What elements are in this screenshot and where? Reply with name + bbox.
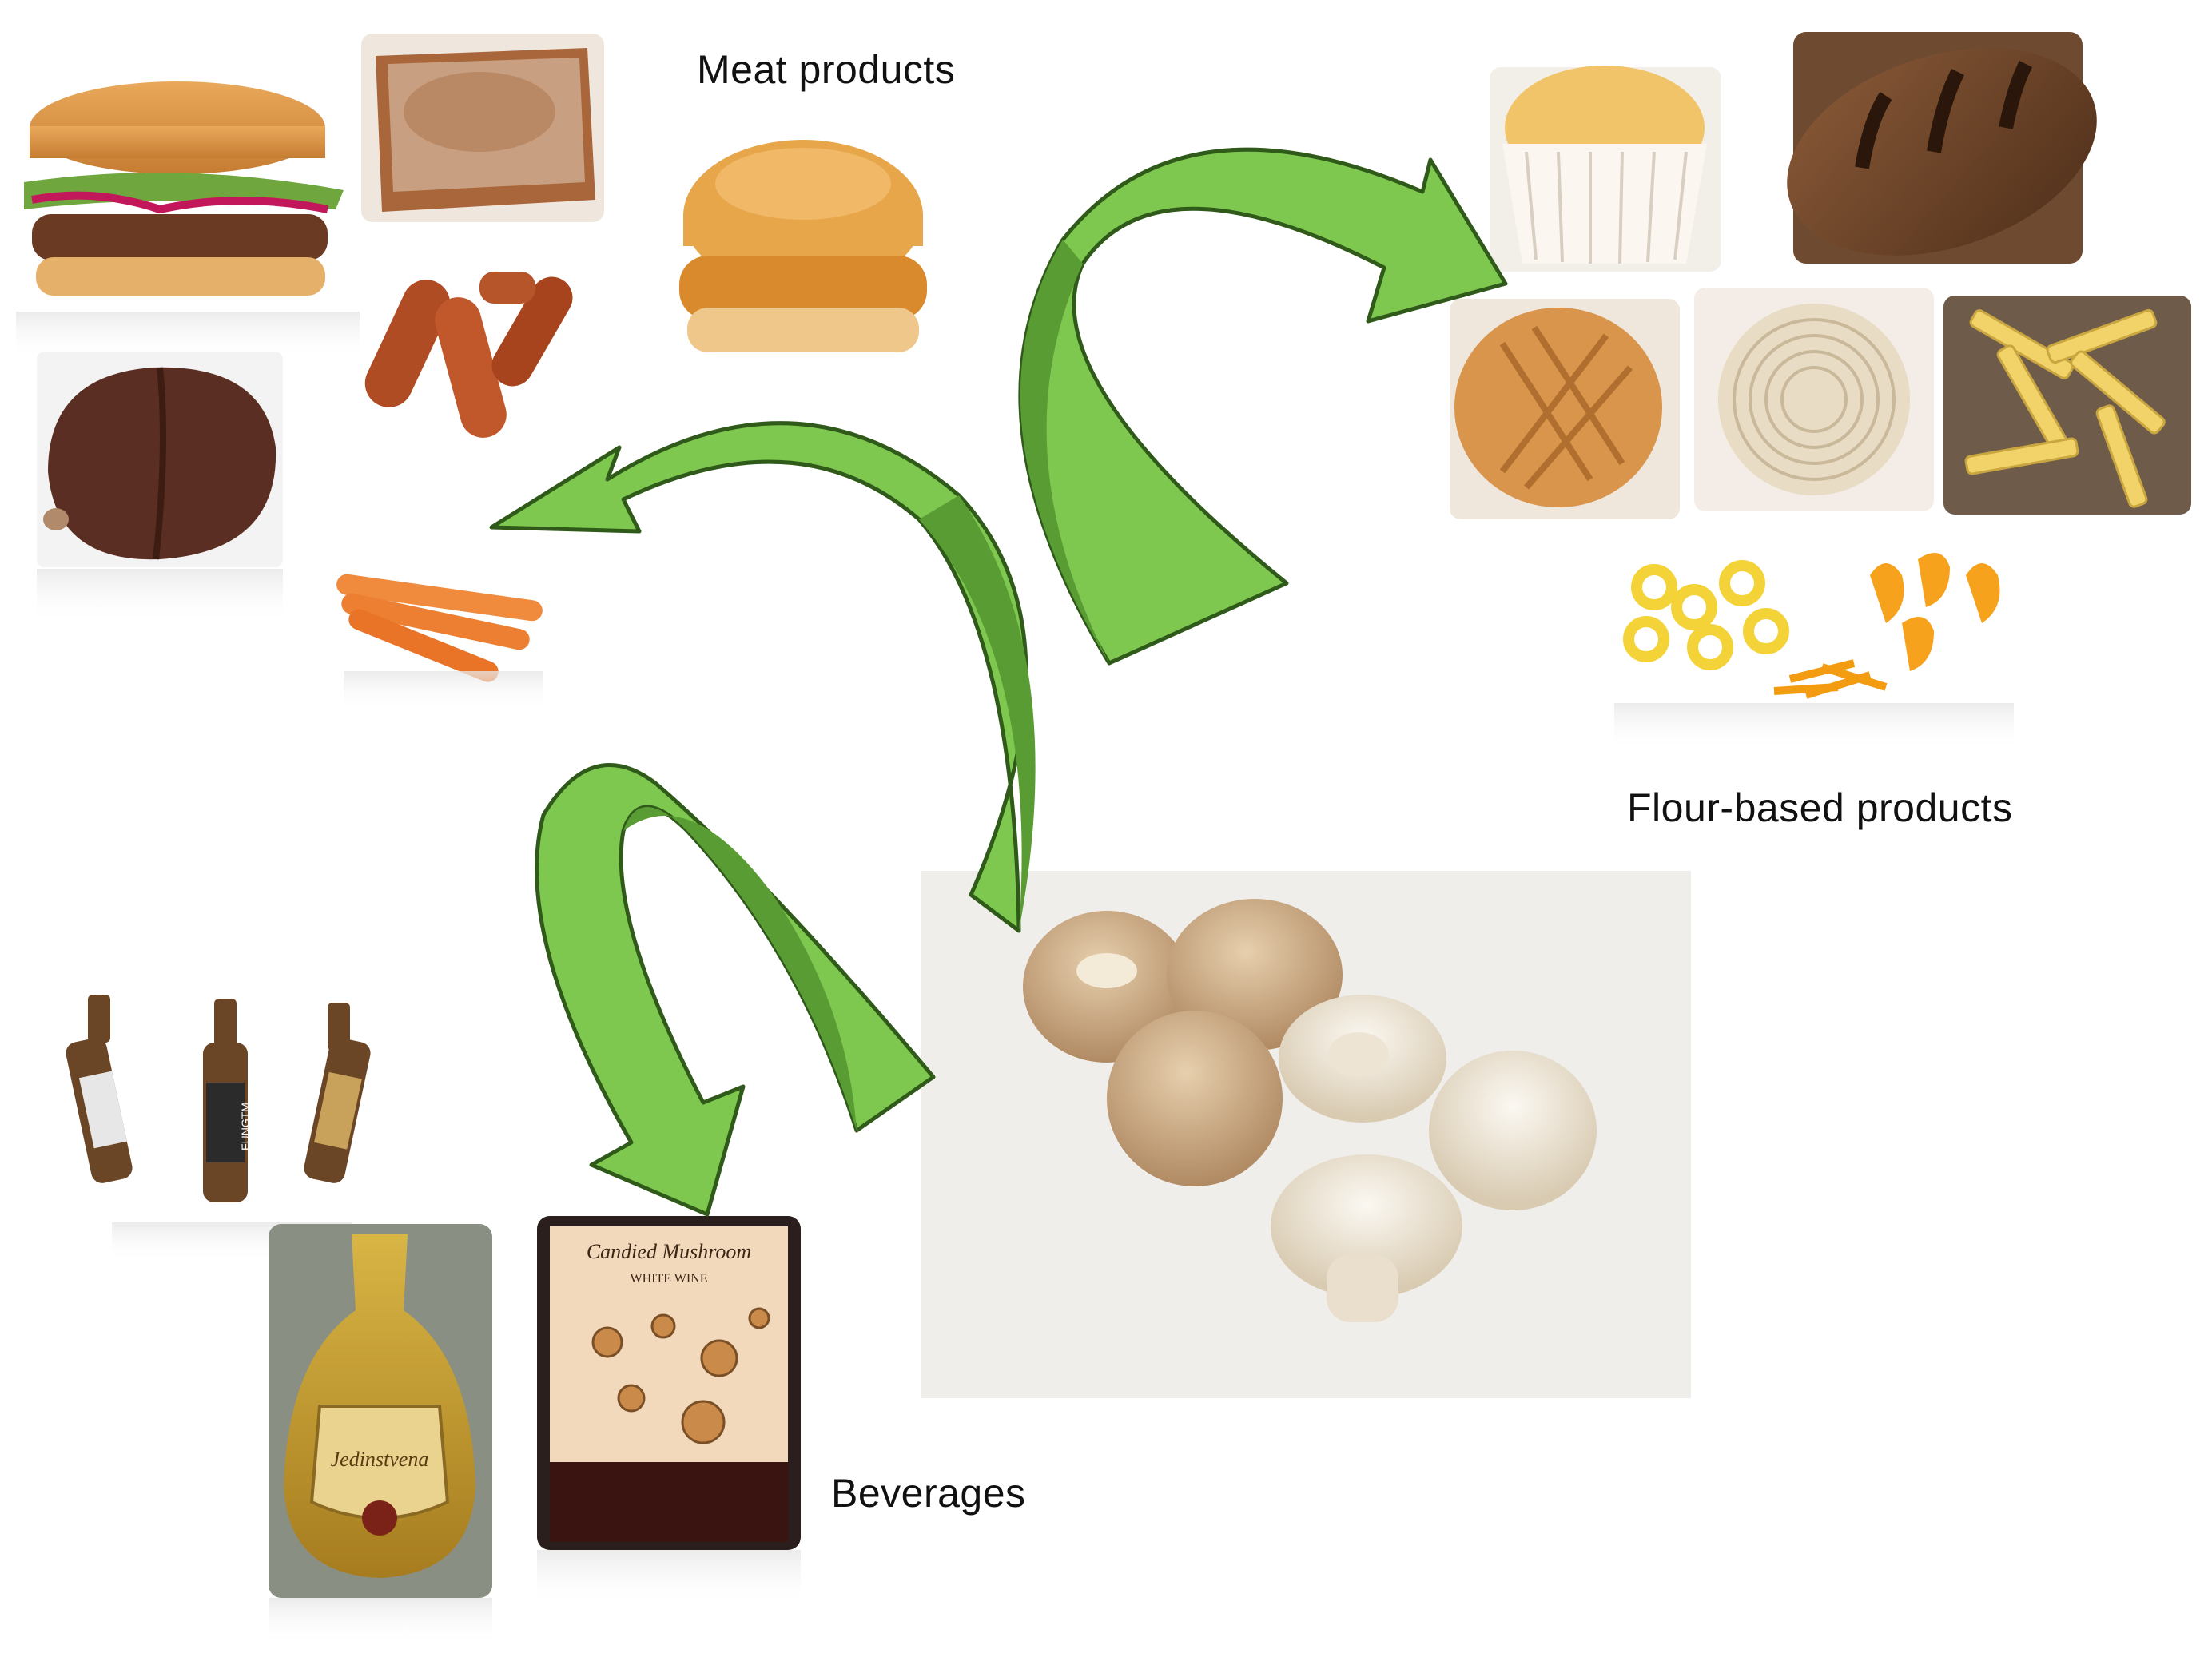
- beer-brand-text: FUNGTM: [239, 1103, 252, 1150]
- wine-bottle-photo: Candied Mushroom WHITE WINE: [537, 1216, 801, 1606]
- pate-toast-photo: [361, 34, 604, 222]
- flour-products-group: [1450, 32, 2191, 751]
- bread-loaf-photo: [1787, 32, 2097, 264]
- sausages-photo: [364, 241, 591, 443]
- beer-bottles-photo: FUNGTM: [66, 995, 371, 1262]
- liqueur-label-text: Jedinstvena: [331, 1448, 429, 1471]
- burger-photo: [16, 64, 360, 360]
- blood-sausage-photo: [37, 352, 283, 625]
- cookies-photo: [1450, 299, 1680, 519]
- meat-products-group: [16, 34, 927, 711]
- flour-products-label: Flour-based products: [1627, 785, 2013, 830]
- hot-dogs-photo: [336, 574, 543, 711]
- mushrooms-photo: [921, 871, 1691, 1398]
- chicken-burger-photo: [679, 140, 927, 352]
- liqueur-bottle-photo: Jedinstvena: [269, 1224, 492, 1646]
- meat-products-label: Meat products: [697, 47, 956, 92]
- beverages-group: FUNGTM Jedinstvena Candied Mushroom WHIT…: [66, 995, 801, 1646]
- wine-subtitle-text: WHITE WINE: [631, 1272, 708, 1286]
- arrow-to-flour-products: [1018, 147, 1508, 666]
- snack-pasta-photo: [1614, 553, 2014, 751]
- muffin-photo: [1490, 66, 1721, 272]
- penne-pasta-photo: [1943, 296, 2191, 515]
- wine-title-text: Candied Mushroom: [587, 1240, 751, 1263]
- noodles-photo: [1694, 288, 1934, 511]
- arrow-to-meat-products: [489, 421, 1036, 933]
- arrow-to-beverages: [535, 763, 936, 1217]
- beverages-label: Beverages: [831, 1471, 1026, 1516]
